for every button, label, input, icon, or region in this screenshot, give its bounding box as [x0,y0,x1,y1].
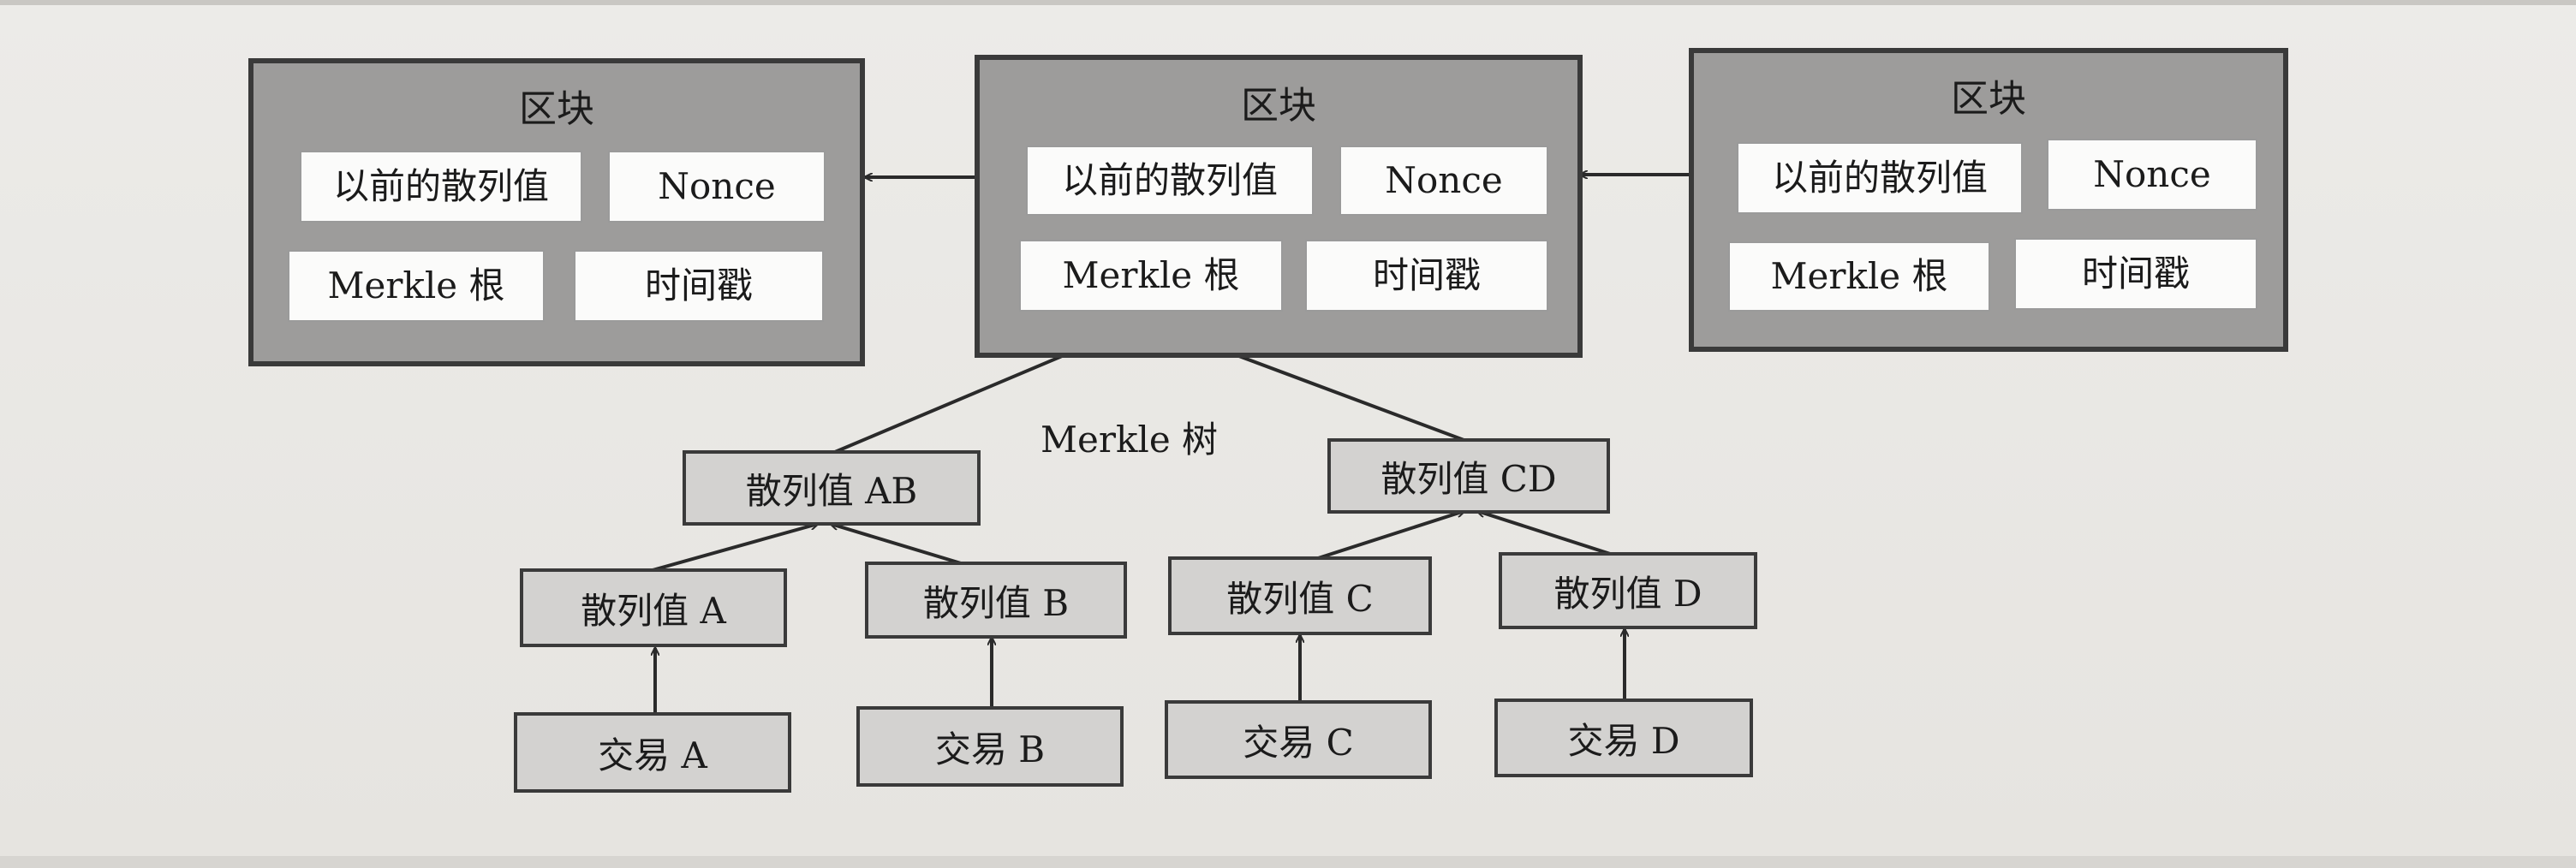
block-3-prev-hash: 以前的散列值 [1737,142,2023,214]
block-1-merkle-root: Merkle 根 [288,250,545,322]
hash-a-node: 散列值 A [520,568,787,647]
hash-ab-node: 散列值 AB [683,450,981,526]
block-1: 区块 以前的散列值 Nonce Merkle 根 时间戳 [248,58,865,366]
transaction-d-node: 交易 D [1494,699,1753,777]
block-1-nonce: Nonce [608,151,826,223]
transaction-c-node: 交易 C [1165,700,1432,779]
block-1-title: 区块 [519,87,594,131]
block-2-merkle-root: Merkle 根 [1019,240,1283,312]
block-3-timestamp: 时间戳 [2014,238,2257,310]
block-2-nonce: Nonce [1339,146,1548,216]
edge-a-to-ab [646,524,818,574]
block-1-prev-hash: 以前的散列值 [300,151,582,223]
merkle-tree-label: Merkle 树 [1041,419,1219,461]
block-2-timestamp: 时间戳 [1305,240,1548,312]
block-3-merkle-root: Merkle 根 [1728,241,1990,312]
edge-c-to-cd [1309,511,1464,562]
hash-c-node: 散列值 C [1168,556,1432,635]
transaction-a-node: 交易 A [514,712,791,793]
bottom-edge [0,856,2576,868]
hash-b-node: 散列值 B [865,562,1127,639]
block-2-prev-hash: 以前的散列值 [1026,146,1314,216]
transaction-b-node: 交易 B [856,706,1124,787]
block-3-title: 区块 [1951,77,2026,121]
block-1-timestamp: 时间戳 [574,250,824,322]
hash-cd-node: 散列值 CD [1327,438,1610,514]
block-2-title: 区块 [1241,84,1316,128]
block-2: 区块 以前的散列值 Nonce Merkle 根 时间戳 [975,55,1583,358]
top-edge [0,0,2576,5]
block-3: 区块 以前的散列值 Nonce Merkle 根 时间戳 [1689,48,2288,352]
hash-d-node: 散列值 D [1499,552,1757,629]
block-3-nonce: Nonce [2047,139,2257,211]
